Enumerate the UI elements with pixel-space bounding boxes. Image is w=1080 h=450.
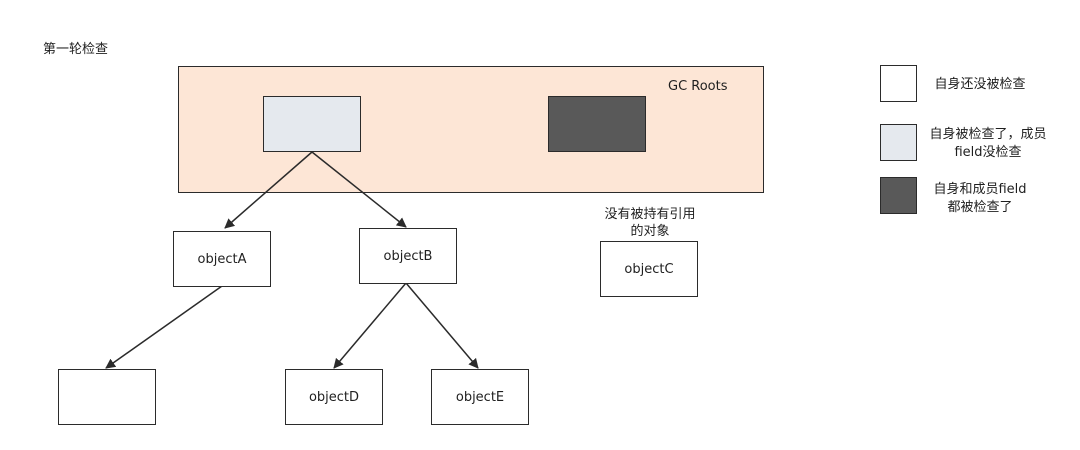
root-node-fully-checked [548,96,646,152]
unreferenced-note-line1: 没有被持有引用 [604,207,696,222]
node-object-e: objectE [431,369,529,425]
node-object-a-label: objectA [197,251,247,267]
node-object-b-label: objectB [383,248,433,264]
root-node-self-checked [263,96,361,152]
edge-root-to-object-b [311,151,407,228]
node-object-a: objectA [173,231,271,287]
node-object-c: objectC [600,241,698,297]
legend-label-fully-checked: 自身和成员field 都被检查了 [933,182,1027,215]
unreferenced-note: 没有被持有引用 的对象 [590,206,710,240]
node-object-d-label: objectD [308,389,360,405]
node-object-c-label: objectC [624,261,674,277]
legend-swatch-fully-checked [880,177,917,214]
node-object-d: objectD [285,369,383,425]
edge-root-to-object-a [224,151,313,229]
node-unnamed-child [58,369,156,425]
gc-roots-label: GC Roots [668,79,728,94]
node-object-e-label: objectE [455,389,505,405]
node-object-b: objectB [359,228,457,284]
edge-object-b-to-object-d [333,282,407,369]
legend-label-self-checked: 自身被检查了，成员 field没检查 [929,127,1047,160]
edge-object-b-to-object-e [405,282,479,369]
legend-swatch-unchecked [880,65,917,102]
unreferenced-note-line2: 的对象 [630,224,670,239]
legend-swatch-self-checked [880,124,917,161]
legend-label-unchecked: 自身还没被检查 [934,77,1026,92]
edge-object-a-to-child [105,285,223,369]
diagram-title: 第一轮检查 [43,42,109,57]
